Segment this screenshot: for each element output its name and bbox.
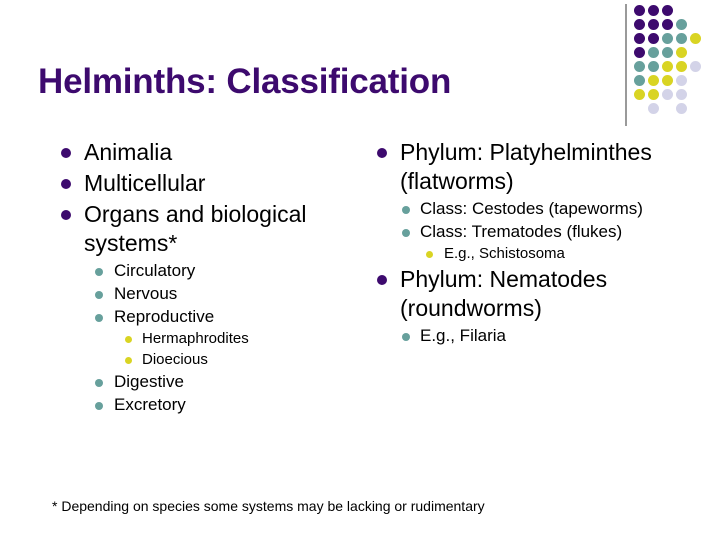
bullet-item-label: Phylum: Platyhelminthes (flatworms)	[400, 139, 652, 194]
decorative-dot	[648, 19, 659, 30]
decorative-dot-grid	[634, 5, 720, 127]
bullet-item-level1: Multicellular	[52, 169, 372, 198]
decorative-dot	[662, 5, 673, 16]
bullet-item-label: Class: Trematodes (flukes)	[420, 222, 623, 241]
bullet-point-icon	[402, 229, 410, 237]
bullet-point-icon	[61, 179, 71, 189]
bullet-item-label: Animalia	[84, 139, 173, 165]
bullet-point-icon	[402, 206, 410, 214]
decorative-dot	[662, 61, 673, 72]
bullet-item-level2: Excretory	[52, 394, 372, 416]
bullet-item-label: Dioecious	[142, 351, 208, 368]
bullet-item-label: Digestive	[114, 372, 184, 391]
bullet-point-icon	[61, 210, 71, 220]
bullet-item-label: Nervous	[114, 284, 178, 303]
decorative-dot	[634, 33, 645, 44]
bullet-point-icon	[95, 291, 103, 299]
footnote: * Depending on species some systems may …	[52, 498, 485, 514]
bullet-item-level2: Circulatory	[52, 260, 372, 282]
decorative-dot	[676, 33, 687, 44]
bullet-item-label: Hermaphrodites	[142, 330, 249, 347]
decorative-dot	[634, 89, 645, 100]
bullet-point-icon	[402, 333, 410, 341]
bullet-item-level3: Hermaphrodites	[52, 329, 372, 349]
decorative-dot	[662, 19, 673, 30]
decorative-dot	[676, 103, 687, 114]
bullet-item-level1: Phylum: Nematodes (roundworms)	[368, 265, 698, 323]
bullet-item-label: Reproductive	[114, 307, 215, 326]
decorative-dot	[662, 47, 673, 58]
decorative-dot	[634, 61, 645, 72]
bullet-item-label: Circulatory	[114, 261, 196, 280]
bullet-item-level2: Nervous	[52, 283, 372, 305]
bullet-item-level3: Dioecious	[52, 350, 372, 370]
bullet-point-icon	[125, 336, 132, 343]
decorative-dot	[662, 89, 673, 100]
decorative-dot	[676, 89, 687, 100]
bullet-item-level2: E.g., Filaria	[368, 325, 698, 347]
decorative-dot	[648, 103, 659, 114]
bullet-point-icon	[426, 251, 433, 258]
decorative-dot	[662, 75, 673, 86]
bullet-point-icon	[125, 357, 132, 364]
bullet-point-icon	[95, 379, 103, 387]
bullet-item-level1: Organs and biological systems*	[52, 200, 372, 258]
bullet-item-label: Phylum: Nematodes (roundworms)	[400, 266, 608, 321]
bullet-item-label: Organs and biological systems*	[84, 201, 307, 256]
decorative-dot	[676, 61, 687, 72]
decorative-dot	[676, 75, 687, 86]
bullet-item-level1: Phylum: Platyhelminthes (flatworms)	[368, 138, 698, 196]
decorative-dot	[648, 33, 659, 44]
bullet-point-icon	[377, 148, 387, 158]
decorative-dot	[634, 47, 645, 58]
decorative-dot	[648, 47, 659, 58]
bullet-point-icon	[377, 275, 387, 285]
decorative-dot	[690, 33, 701, 44]
bullet-item-label: Multicellular	[84, 170, 206, 196]
decorative-dot	[648, 75, 659, 86]
bullet-item-level2: Digestive	[52, 371, 372, 393]
decorative-dot	[634, 75, 645, 86]
page-title: Helminths: Classification	[38, 62, 452, 101]
decorative-dot	[648, 5, 659, 16]
bullet-point-icon	[95, 268, 103, 276]
bullet-point-icon	[95, 314, 103, 322]
decorative-dot	[648, 61, 659, 72]
bullet-item-level2: Class: Trematodes (flukes)	[368, 221, 698, 243]
decorative-dot	[648, 89, 659, 100]
bullet-point-icon	[61, 148, 71, 158]
bullet-point-icon	[95, 402, 103, 410]
decorative-dot	[690, 61, 701, 72]
bullet-item-label: Class: Cestodes (tapeworms)	[420, 199, 643, 218]
decorative-dot	[676, 47, 687, 58]
decorative-dot	[676, 19, 687, 30]
decorative-dot	[634, 19, 645, 30]
bullet-item-level1: Animalia	[52, 138, 372, 167]
content-column-right: Phylum: Platyhelminthes (flatworms) Class…	[368, 138, 698, 348]
bullet-item-level2: Class: Cestodes (tapeworms)	[368, 198, 698, 220]
decorative-dot	[634, 5, 645, 16]
bullet-item-label: E.g., Schistosoma	[444, 245, 565, 262]
bullet-item-label: Excretory	[114, 395, 186, 414]
decorative-dot	[662, 33, 673, 44]
header-divider-rule	[625, 4, 627, 126]
bullet-item-level3: E.g., Schistosoma	[368, 244, 698, 264]
bullet-item-level2: Reproductive	[52, 306, 372, 328]
bullet-item-label: E.g., Filaria	[420, 326, 506, 345]
